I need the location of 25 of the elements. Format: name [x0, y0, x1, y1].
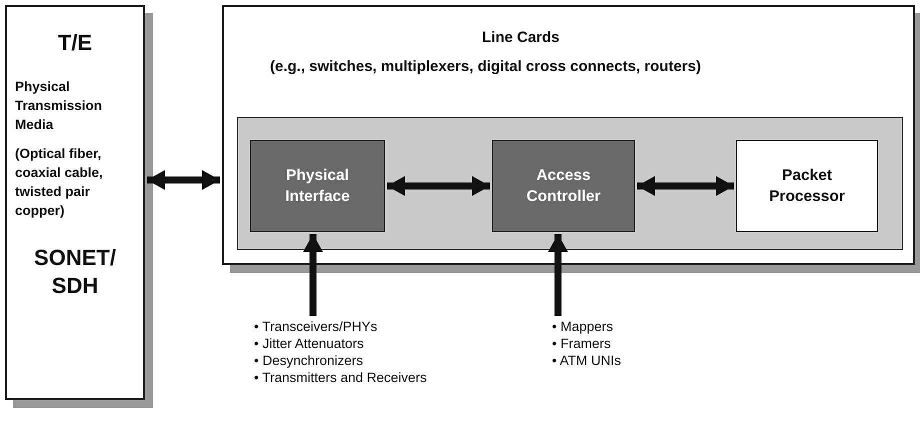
media-examples: (Optical fiber, coaxial cable, twisted pair copper) [15, 145, 104, 220]
shaded-band [237, 117, 903, 250]
box-label: Physical Interface [284, 166, 351, 207]
process-box [492, 140, 635, 232]
bullet-item: • Framers [552, 335, 612, 352]
bullet-item: • Mappers [552, 318, 614, 335]
bullet-item: • Desynchronizers [254, 352, 364, 369]
media-label: Physical Transmission Media [15, 78, 104, 134]
process-box [736, 140, 878, 232]
arrow [387, 176, 490, 196]
arrow [303, 234, 323, 316]
panel-subtitle: (e.g., switches, multiplexers, digital cross connects, routers) [270, 58, 701, 75]
box-label: Packet Processor [768, 166, 846, 207]
panel-title: Line Cards [482, 29, 560, 46]
bullet-item: • Transmitters and Receivers [254, 369, 428, 386]
bullet-item: • Jitter Attenuators [254, 335, 365, 352]
box-label: Access Controller [525, 166, 602, 207]
heading: T/E [56, 29, 94, 57]
arrow [147, 170, 220, 190]
arrow [548, 234, 568, 316]
process-box [250, 140, 385, 232]
bullet-item: • ATM UNIs [552, 352, 622, 369]
arrow [637, 176, 734, 196]
heading: SONET/ SDH [33, 244, 117, 300]
bullet-item: • Transceivers/PHYs [254, 318, 378, 335]
